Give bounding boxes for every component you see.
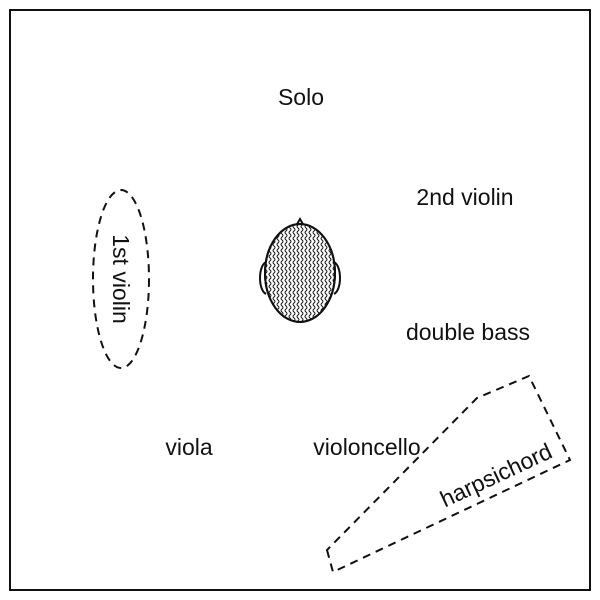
hair-stroke bbox=[300, 224, 304, 322]
hair-stroke bbox=[276, 224, 280, 322]
hair-stroke bbox=[288, 224, 292, 322]
hair-stroke bbox=[324, 224, 328, 322]
hair-stroke bbox=[284, 224, 288, 322]
harpsichord-label: harpsichord bbox=[436, 438, 556, 512]
hair-stroke bbox=[304, 224, 308, 322]
viola-label: viola bbox=[165, 434, 213, 460]
hair-stroke bbox=[296, 224, 300, 322]
diagram-frame bbox=[9, 9, 591, 591]
hair-stroke bbox=[268, 224, 272, 322]
first-violin-area bbox=[92, 189, 150, 369]
harpsichord-area bbox=[325, 374, 572, 574]
hair-stroke bbox=[280, 224, 284, 322]
hair-stroke bbox=[272, 224, 276, 322]
second-violin-label: 2nd violin bbox=[416, 184, 513, 210]
listener-head-icon bbox=[259, 216, 341, 323]
hair-stroke bbox=[328, 224, 332, 322]
hair-stroke bbox=[320, 224, 324, 322]
solo-label: Solo bbox=[278, 84, 324, 110]
hair-stroke bbox=[316, 224, 320, 322]
hair-stroke bbox=[292, 224, 296, 322]
hair-stroke bbox=[308, 224, 312, 322]
violoncello-label: violoncello bbox=[313, 434, 420, 460]
double-bass-label: double bass bbox=[406, 319, 530, 345]
hair-stroke bbox=[312, 224, 316, 322]
first-violin-label: 1st violin bbox=[108, 234, 134, 323]
